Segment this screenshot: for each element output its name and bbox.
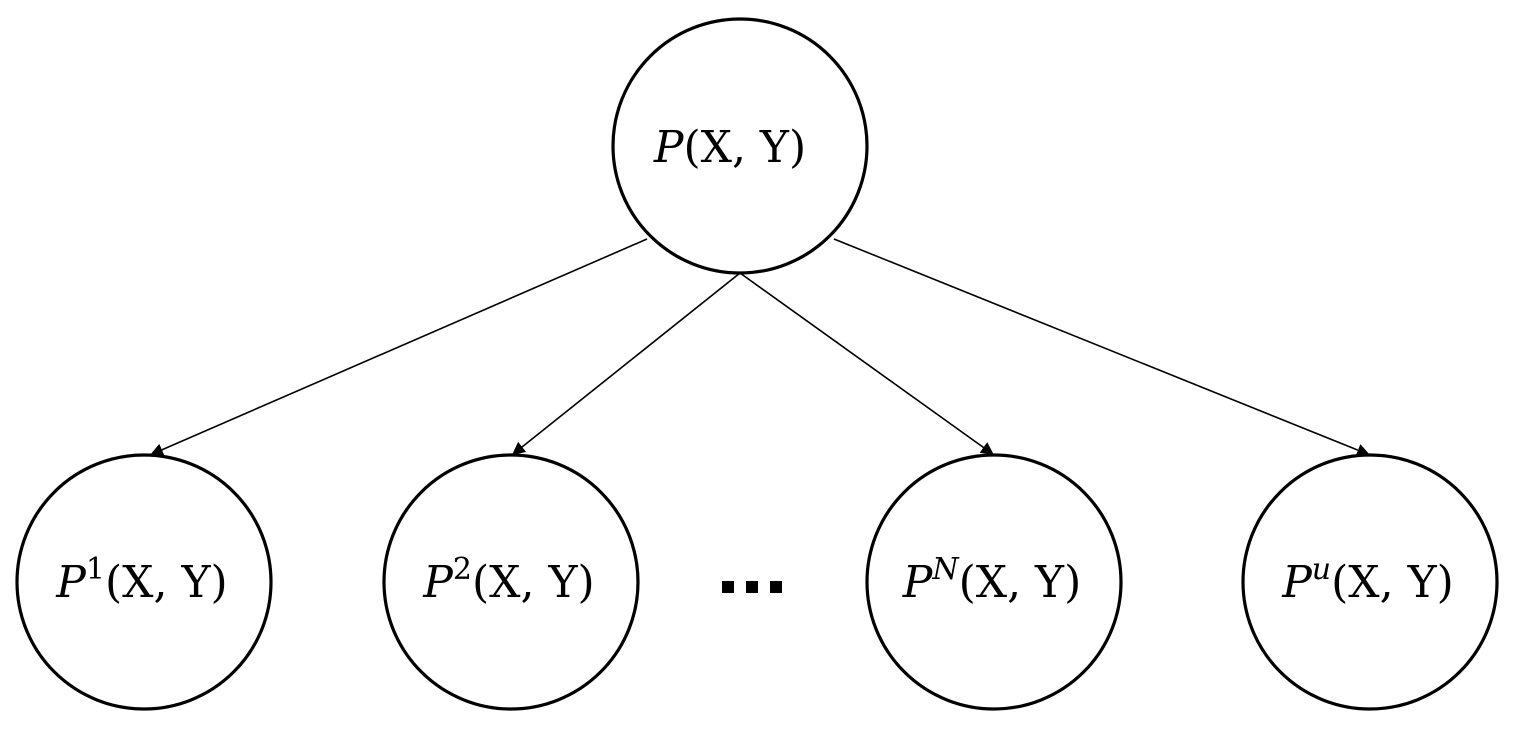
root-node-circle [611,17,869,275]
root-node: P(X, Y) [611,17,869,275]
ellipsis: ... [722,581,782,595]
child-node-1-base: P [55,557,87,608]
ellipsis-dot-1 [722,581,734,593]
edge-root-to-child-N [739,272,995,456]
child-node-1: P1(X, Y) [15,453,273,711]
edge-root-to-child-2 [511,272,741,456]
child-node-u-label: Pu(X, Y) [1281,552,1454,608]
child-node-N-args: (X, Y) [959,557,1082,608]
root-node-args: (X, Y) [683,122,806,173]
child-node-1-superscript: 1 [86,552,105,587]
edge-root-to-child-1 [149,238,648,456]
child-node-2-circle [382,453,640,711]
child-node-u-args: (X, Y) [1331,557,1454,608]
root-node-base: P [653,122,685,173]
root-node-label: P(X, Y) [653,122,806,173]
child-node-1-args: (X, Y) [105,557,228,608]
edges [149,238,1371,457]
child-node-N-circle [865,453,1123,711]
child-node-N-superscript: N [931,552,960,587]
child-node-N-base: P [902,557,934,608]
child-node-2: P2(X, Y) [382,453,640,711]
child-node-2-label: P2(X, Y) [422,552,594,608]
ellipsis-dot-2 [746,581,758,593]
child-node-u: Pu(X, Y) [1241,453,1499,711]
child-node-N: PN(X, Y) [865,453,1123,711]
child-node-u-superscript: u [1312,552,1331,587]
child-node-2-args: (X, Y) [472,557,595,608]
child-node-1-circle [15,453,273,711]
ellipsis-dot-3 [770,581,782,593]
child-node-2-base: P [422,557,454,608]
edge-root-to-child-u [833,238,1371,457]
child-node-u-circle [1241,453,1499,711]
child-node-N-label: PN(X, Y) [902,552,1082,608]
child-node-2-superscript: 2 [453,552,472,587]
child-node-1-label: P1(X, Y) [55,552,227,608]
ellipsis-text: ... [750,593,752,595]
child-node-u-base: P [1281,557,1313,608]
